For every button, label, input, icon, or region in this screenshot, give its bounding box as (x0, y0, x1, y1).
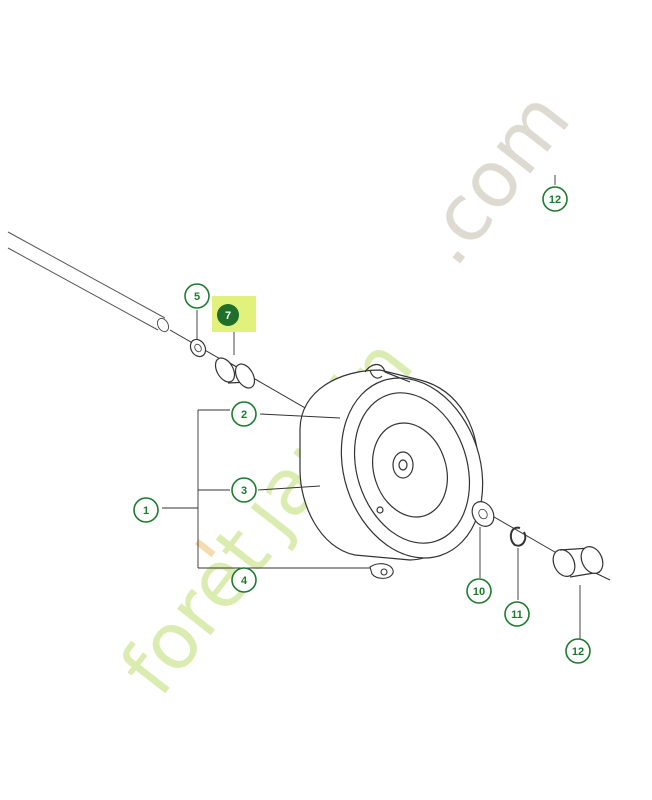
callout-10-label: 10 (473, 586, 485, 598)
callout-5[interactable]: 5 (184, 283, 210, 309)
leader-lines (162, 175, 581, 640)
cap-part-12 (552, 545, 604, 585)
callout-1-label: 1 (143, 505, 149, 517)
callout-12-top-label: 12 (549, 194, 561, 206)
callout-11-label: 11 (511, 609, 523, 621)
watermark-text-part3: .com (399, 75, 588, 281)
callout-3[interactable]: 3 (231, 477, 257, 503)
callout-2[interactable]: 2 (231, 401, 257, 427)
callout-5-label: 5 (194, 291, 200, 303)
callout-4[interactable]: 4 (231, 567, 257, 593)
shaft (7, 231, 170, 333)
sleeve-part-7 (214, 357, 256, 389)
circlip-part-11 (509, 526, 527, 547)
callout-12-bottom[interactable]: 12 (565, 638, 591, 664)
washer-part-10-hole (478, 508, 488, 520)
callout-11[interactable]: 11 (504, 601, 530, 627)
callout-4-label: 4 (241, 575, 248, 587)
callout-2-label: 2 (241, 409, 247, 421)
wheel-part (299, 363, 484, 561)
clip-part-4 (369, 563, 394, 579)
callout-7-label: 7 (225, 310, 231, 322)
callout-10[interactable]: 10 (466, 578, 492, 604)
washer-part-10 (471, 501, 495, 527)
callout-1[interactable]: 1 (133, 497, 159, 523)
callout-3-label: 3 (241, 485, 247, 497)
callout-7-highlighted[interactable]: 7 (212, 296, 256, 332)
washer-part-5 (189, 338, 207, 358)
callouts: 1 2 3 4 5 7 10 11 (133, 186, 591, 664)
callout-12-top[interactable]: 12 (542, 186, 568, 212)
callout-12-bottom-label: 12 (572, 646, 584, 658)
washer-part-5-hole (194, 343, 202, 353)
